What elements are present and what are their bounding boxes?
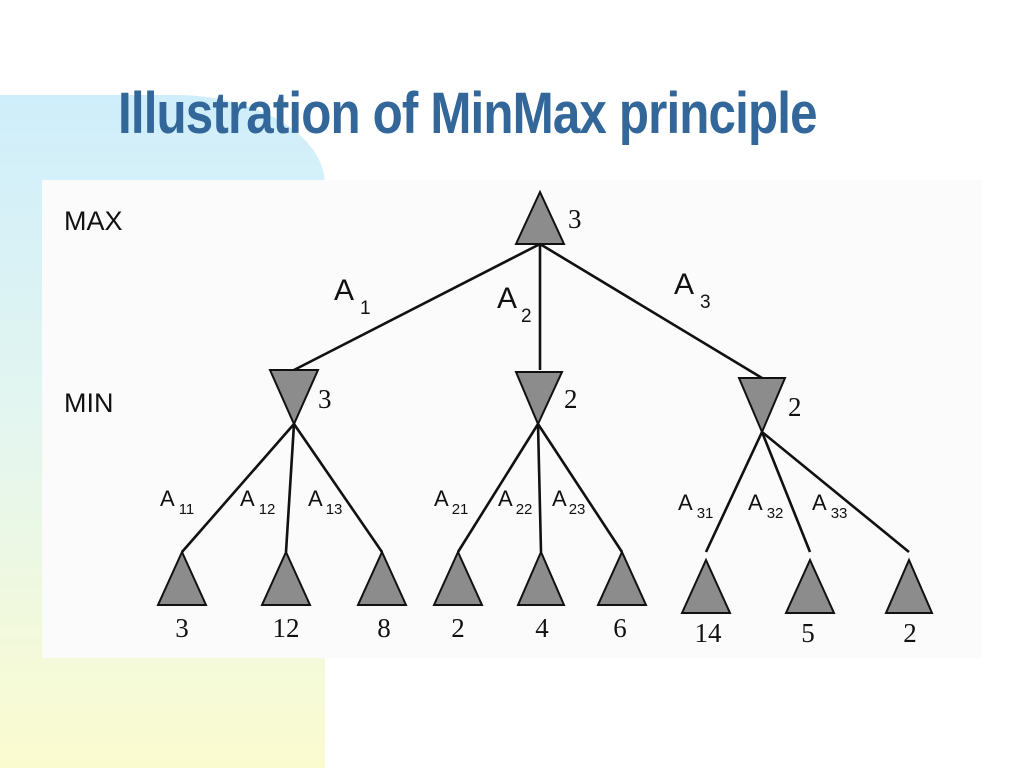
- move-label-a1: A1: [334, 274, 371, 319]
- move-subscript: 2: [521, 306, 532, 327]
- level-label-max: MAX: [64, 206, 123, 236]
- leaf-node-12: [260, 549, 312, 606]
- leaf-value-12: 12: [273, 613, 300, 643]
- move-letter: A: [498, 486, 513, 511]
- move-subscript: 1: [360, 298, 371, 319]
- move-letter: A: [748, 490, 763, 515]
- edge-min3-leaf1: [704, 431, 764, 553]
- leaf-value-33: 2: [903, 618, 917, 648]
- min-node-2-value: 2: [564, 384, 578, 414]
- edge-min1-leaf2: [284, 423, 296, 553]
- min-node-3: [737, 377, 787, 435]
- move-letter: A: [160, 486, 175, 511]
- min-node-1-value: 3: [318, 384, 332, 414]
- leaf-node-31: [680, 557, 732, 614]
- edge-min2-leaf1: [456, 423, 540, 553]
- move-subscript: 11: [179, 501, 195, 518]
- edge-min1-leaf1: [181, 423, 295, 553]
- leaf-value-22: 4: [535, 613, 549, 643]
- leaf-value-23: 6: [613, 613, 627, 643]
- move-subscript: 31: [697, 505, 714, 522]
- move-subscript: 21: [452, 501, 469, 518]
- move-subscript: 23: [569, 501, 586, 518]
- move-label-a2: A2: [497, 282, 532, 327]
- leaf-node-23: [596, 549, 648, 606]
- move-subscript: 13: [326, 501, 343, 518]
- edge-min1-leaf3: [292, 423, 384, 553]
- edge-min2-leaf2: [536, 423, 543, 553]
- leaf-node-33: [884, 557, 934, 614]
- move-letter: A: [497, 282, 517, 315]
- leaf-node-22: [516, 549, 566, 606]
- move-letter: A: [434, 486, 449, 511]
- edge-min3-leaf2: [760, 431, 812, 553]
- move-letter: A: [678, 490, 693, 515]
- min-node-2: [514, 371, 564, 427]
- leaf-value-21: 2: [451, 613, 465, 643]
- move-label-a3: A3: [674, 268, 711, 313]
- move-letter: A: [240, 486, 255, 511]
- min-node-3-value: 2: [788, 392, 802, 422]
- move-subscript: 33: [831, 505, 848, 522]
- move-subscript: 3: [700, 292, 711, 313]
- move-letter: A: [812, 490, 827, 515]
- move-letter: A: [334, 274, 354, 307]
- level-label-min: MIN: [64, 388, 114, 418]
- edge-root-min1: [293, 242, 541, 372]
- max-root-node: [514, 189, 566, 245]
- leaf-value-32: 5: [801, 618, 815, 648]
- root-value: 3: [568, 204, 582, 234]
- leaf-value-31: 14: [695, 618, 723, 648]
- leaf-node-11: [156, 549, 208, 606]
- leaf-value-11: 3: [175, 613, 189, 643]
- move-subscript: 12: [259, 501, 276, 518]
- edge-root-min3: [539, 242, 763, 380]
- move-letter: A: [674, 268, 694, 301]
- edge-min2-leaf3: [536, 423, 624, 553]
- min-node-1: [268, 369, 320, 427]
- leaf-node-13: [356, 549, 408, 606]
- move-subscript: 32: [767, 505, 784, 522]
- leaf-node-21: [432, 549, 484, 606]
- slide-title: Illustration of MinMax principle: [118, 81, 818, 146]
- leaf-node-32: [784, 557, 836, 614]
- edge-min3-leaf3: [761, 430, 910, 554]
- move-subscript: 22: [516, 501, 533, 518]
- move-letter: A: [308, 486, 323, 511]
- move-letter: A: [552, 486, 567, 511]
- leaf-value-13: 8: [377, 613, 391, 643]
